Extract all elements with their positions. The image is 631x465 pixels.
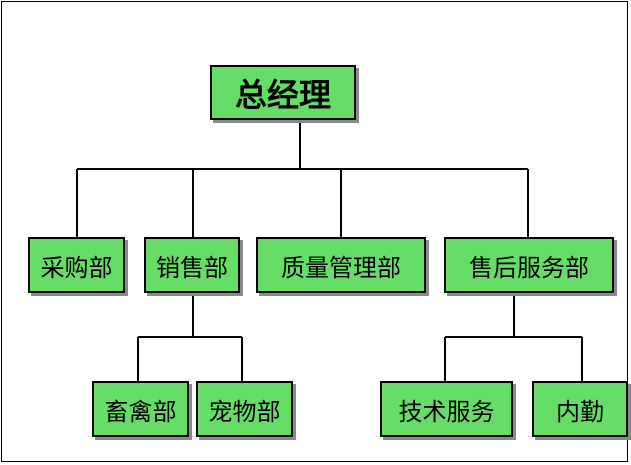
node-tech-service-label: 技术服务 [398, 397, 495, 426]
node-tech-service: 技术服务 [380, 381, 513, 437]
node-purchasing-dept: 采购部 [28, 237, 125, 293]
node-livestock-dept-label: 畜禽部 [104, 397, 177, 426]
node-after-sales-dept: 售后服务部 [444, 237, 614, 293]
node-general-manager: 总经理 [210, 65, 356, 120]
node-quality-dept-label: 质量管理部 [281, 253, 401, 282]
node-quality-dept: 质量管理部 [256, 237, 426, 293]
node-office-staff-label: 内勤 [556, 397, 604, 426]
node-office-staff: 内勤 [532, 381, 628, 437]
node-pet-dept: 宠物部 [196, 381, 293, 437]
node-livestock-dept: 畜禽部 [92, 381, 189, 437]
node-after-sales-dept-label: 售后服务部 [469, 253, 589, 282]
node-purchasing-dept-label: 采购部 [40, 253, 113, 282]
node-pet-dept-label: 宠物部 [208, 397, 281, 426]
node-sales-dept: 销售部 [144, 237, 240, 293]
node-general-manager-label: 总经理 [234, 75, 331, 114]
node-sales-dept-label: 销售部 [156, 253, 228, 282]
